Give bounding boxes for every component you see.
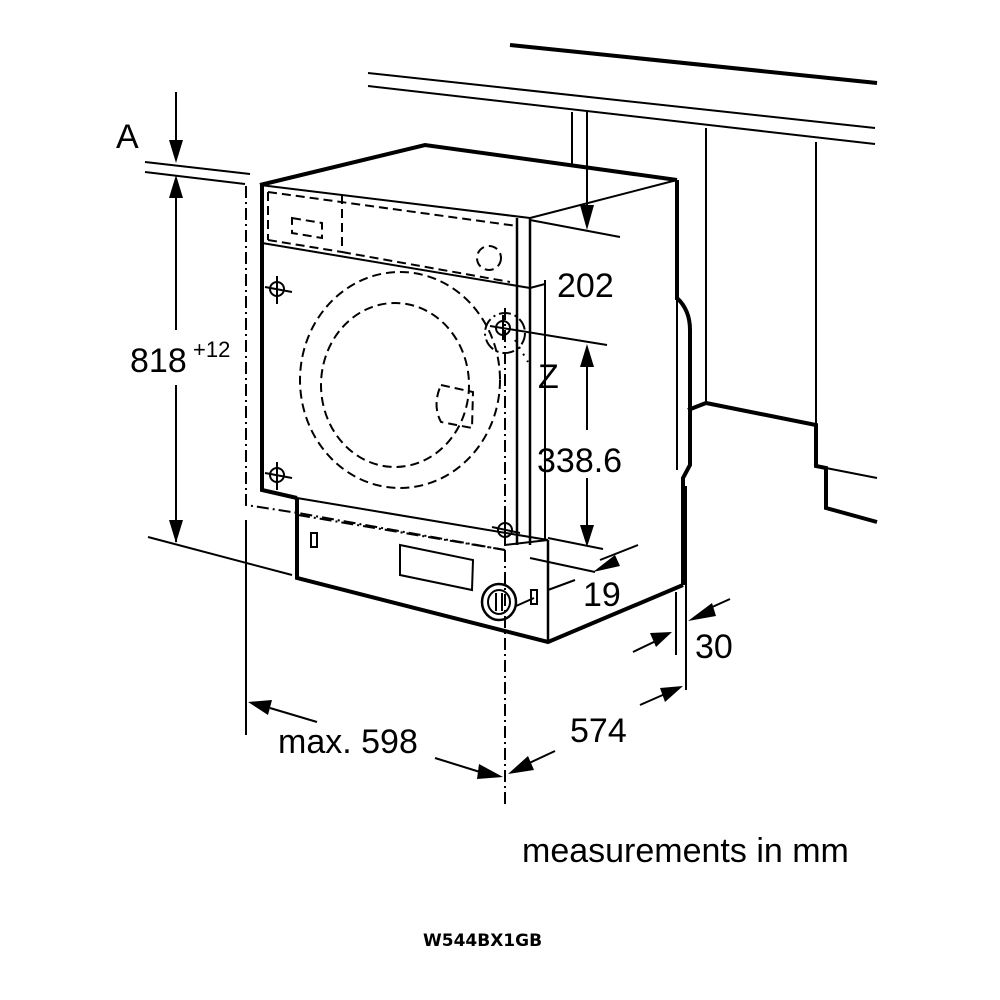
dim-height-base-line [147,536,293,576]
arrow-left-icon [688,603,716,621]
label-height: 818 [130,342,187,380]
base-top-edge [296,497,549,541]
installation-outline [245,186,506,551]
crosshair-icon [264,276,293,304]
machine-front-left-edge [260,185,298,500]
dimension-height: 818 +12 [130,175,293,576]
dim-30-left-shaft [632,639,659,653]
door-inner-ring [320,302,470,468]
label-plinth-offset: 19 [583,576,621,614]
dim-598-right-shaft [434,757,481,773]
dimension-width: max. 598 [245,520,503,779]
machine-top-right-edge [529,179,678,219]
worktop-lines [367,43,878,425]
drain-pump-icon [480,582,518,622]
program-knob [476,245,502,271]
label-a: A [116,118,139,156]
arrow-right-icon [477,764,503,779]
dim-598-left-shaft [269,707,318,723]
arrow-down-icon [580,525,594,547]
dimension-door-gap: 30 [632,592,733,666]
dim-202-line [529,219,621,238]
arrow-down-icon [580,205,594,230]
cabinet-plinth [687,400,878,524]
panel-dashed-bottom-right [341,251,511,283]
plinth-top-line [825,467,878,479]
dim-19-line [529,557,596,573]
dim-30-right-shaft [709,598,731,609]
dimension-a: A [116,92,251,185]
arrow-left-icon [593,555,620,572]
label-hinge-distance: 338.6 [537,442,622,480]
dim-19-arrow-shaft [599,544,639,561]
dim-338-base-line [547,537,604,550]
door-handle [435,383,475,430]
label-door-gap: 30 [695,628,733,666]
label-width: max. 598 [278,723,418,761]
machine-top-front-edge [259,184,531,219]
dim-a-lower-line [144,171,246,185]
hidden-details [245,186,526,805]
worktop-edge [509,43,878,85]
panel-dashed-bottom-left [267,239,343,253]
arrow-up-icon [580,344,594,367]
crosshair-icon [264,462,293,490]
crosshair-icon [489,315,608,346]
dimension-panel-height: 202 [529,112,621,305]
machine-body [259,142,692,690]
dimension-hinge: Z 338.6 [514,339,622,550]
base-ledge [504,539,549,546]
dimension-depth: 574 [508,686,683,774]
label-depth: 574 [570,712,627,750]
machine-top-edge [259,142,678,187]
hose-leader [515,597,535,607]
dim-a-upper-line [144,161,251,175]
dim-19-leader [547,579,576,591]
units-note: measurements in mm [522,832,849,870]
panel-side-edge [529,283,546,289]
display-window [291,216,323,240]
label-height-tolerance: +12 [193,337,230,362]
dim-574-upper-shaft [639,693,666,706]
arrow-up-icon [169,175,183,198]
label-panel-height: 202 [557,267,614,305]
arrow-right-icon [650,632,672,647]
machine-side-hose [675,296,692,585]
hinge-circle [484,312,526,354]
base-slot [310,532,318,548]
panel-bottom-edge [261,242,531,289]
door-outer-ring [299,271,501,489]
label-hinge-marker: Z [538,358,559,396]
arrow-left-icon [248,700,272,715]
plinth-step [687,400,878,524]
dimension-plinth-offset: 19 [529,544,639,614]
worktop-lower-line [367,85,876,145]
arrow-right-icon [660,686,683,702]
base-fittings [310,532,538,622]
arrow-down-icon [169,140,183,163]
arrow-left-icon [508,756,534,774]
detergent-drawer-slot [399,543,475,592]
crosshair-icon [491,517,521,545]
base-centerline [297,514,506,551]
hose-clip [530,589,538,605]
worktop-upper-line [367,72,876,129]
base-outline [295,498,684,645]
arrow-down-icon [169,520,183,543]
model-number: W544BX1GB [423,931,542,951]
panel-dashed-outline [267,191,518,285]
mounting-points [264,276,608,545]
